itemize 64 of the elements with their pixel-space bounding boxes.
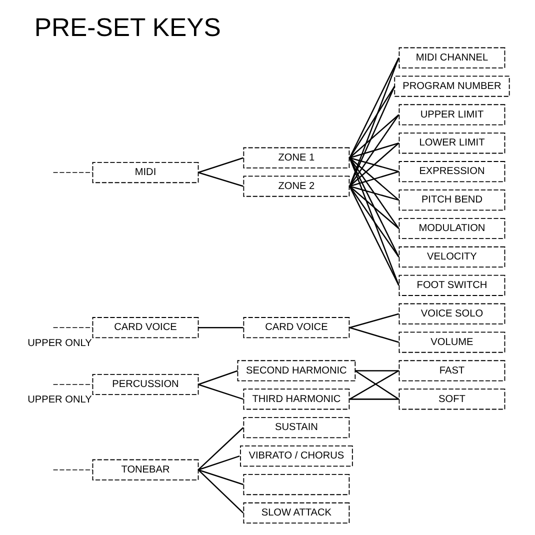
node-box	[242, 474, 350, 496]
connector	[349, 313, 398, 328]
connector	[52, 172, 93, 173]
connector	[348, 58, 399, 158]
node-box: FAST	[398, 360, 505, 382]
connector	[348, 186, 399, 229]
node-box: THIRD HARMONIC	[242, 388, 350, 410]
node-box: PERCUSSION	[92, 374, 198, 396]
node-box: MIDI	[92, 162, 198, 184]
connector	[348, 142, 399, 187]
connector	[52, 327, 93, 328]
diagram-title: PRE-SET KEYS	[34, 14, 220, 42]
connector	[348, 171, 398, 187]
node-box: VOLUME	[398, 332, 505, 353]
node-box: UPPER LIMIT	[398, 104, 505, 126]
node-box: LOWER LIMIT	[398, 132, 505, 154]
connector	[348, 186, 399, 258]
connector	[198, 384, 243, 400]
connector	[198, 455, 240, 470]
connector	[198, 469, 243, 486]
node-box: SUSTAIN	[242, 417, 350, 438]
node-box: VELOCITY	[398, 246, 505, 268]
connector	[52, 469, 93, 470]
node-box: FOOT SWITCH	[398, 274, 505, 296]
node-box: CARD VOICE	[242, 317, 350, 338]
connector	[198, 326, 243, 328]
node-box: MODULATION	[398, 218, 505, 240]
node-box: ZONE 1	[242, 147, 350, 168]
connector	[349, 157, 398, 172]
connector	[348, 326, 398, 343]
node-box: TONEBAR	[92, 459, 198, 480]
connector	[348, 158, 399, 258]
connector	[198, 370, 238, 386]
connector	[197, 469, 244, 514]
connector	[348, 114, 399, 158]
connector	[354, 370, 398, 372]
node-box: VIBRATO / CHORUS	[240, 446, 352, 467]
node-label: UPPER ONLY	[27, 338, 92, 349]
connector	[348, 86, 395, 158]
connector	[348, 142, 398, 158]
node-box: PITCH BEND	[398, 190, 505, 211]
connector	[198, 172, 243, 187]
node-box: SLOW ATTACK	[242, 502, 350, 524]
node-box: MIDI CHANNEL	[398, 47, 505, 68]
connector	[348, 157, 399, 229]
node-box: SOFT	[398, 388, 505, 410]
node-box: SECOND HARMONIC	[236, 360, 356, 382]
connector	[348, 58, 399, 187]
connector	[197, 427, 244, 470]
connector	[348, 86, 395, 187]
connector	[348, 158, 399, 286]
connector	[349, 186, 398, 201]
connector	[349, 398, 398, 400]
node-box: PROGRAM NUMBER	[394, 76, 510, 97]
node-label: UPPER ONLY	[27, 394, 92, 406]
connector	[348, 157, 399, 201]
node-box: CARD VOICE	[92, 317, 198, 338]
node-box: VOICE SOLO	[398, 303, 505, 324]
connector	[52, 384, 93, 385]
connector	[198, 157, 243, 174]
connector	[348, 114, 399, 187]
node-box: EXPRESSION	[398, 161, 505, 182]
node-box: ZONE 2	[242, 176, 350, 197]
connector	[348, 186, 399, 286]
